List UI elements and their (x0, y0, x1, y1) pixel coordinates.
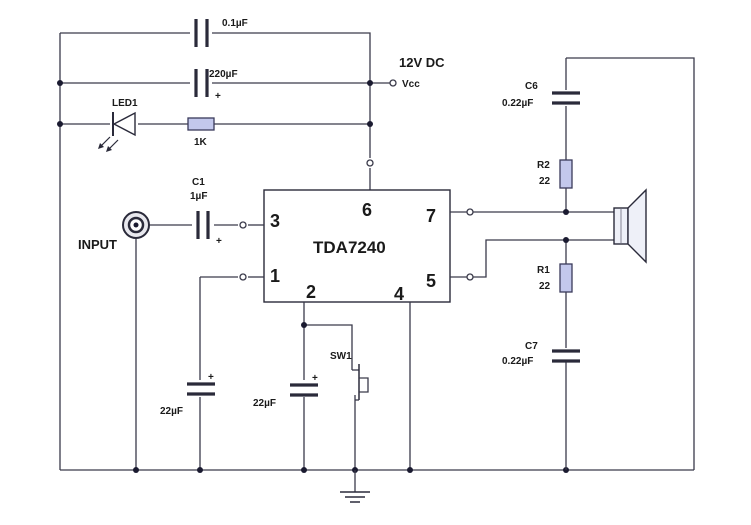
r1-value: 22 (539, 281, 551, 292)
c6-label: C6 (525, 81, 538, 92)
cap-0.1uf (190, 19, 212, 47)
cap-22uf-pin2-value: 22µF (253, 398, 276, 409)
junction (57, 121, 63, 127)
resistor-1k (187, 117, 215, 131)
speaker-icon (613, 188, 647, 264)
c7-value: 0.22µF (502, 356, 533, 367)
cap-22uf-pin1-value: 22µF (160, 406, 183, 417)
vcc-terminal (389, 79, 397, 87)
cap-22uf-pin2 (290, 383, 318, 397)
led1-label: LED1 (112, 98, 138, 109)
pin5-terminal (466, 273, 474, 281)
sw1-label: SW1 (330, 351, 352, 362)
cap-0.1uf-value: 0.1µF (222, 18, 248, 29)
input-jack-icon (122, 211, 150, 239)
pin-1-label: 1 (270, 266, 280, 286)
c1-value: 1µF (190, 191, 207, 202)
junction (301, 322, 307, 328)
led1-diode (98, 111, 138, 152)
supply-label: 12V DC (399, 55, 445, 70)
cap-c6 (552, 91, 580, 105)
c7-label: C7 (525, 341, 538, 352)
cap-22uf-pin2-plus: + (312, 373, 318, 384)
junction (367, 80, 373, 86)
ground-icon (340, 470, 370, 503)
pin2-wiring (303, 302, 356, 470)
junction (367, 121, 373, 127)
cap-220uf-plus: + (215, 91, 221, 102)
pin7-terminal (466, 208, 474, 216)
pin-3-label: 3 (270, 211, 280, 231)
pin-5-label: 5 (426, 271, 436, 291)
sw1-pushbutton (352, 364, 369, 401)
cap-220uf (190, 69, 212, 97)
cap-220uf-value: 220µF (209, 69, 238, 80)
cap-c7 (552, 349, 580, 363)
c1-label: C1 (192, 177, 205, 188)
pin-2-label: 2 (306, 282, 316, 302)
junction (57, 80, 63, 86)
pin3-terminal (239, 221, 247, 229)
junction (563, 209, 569, 215)
vcc-label: Vcc (402, 79, 420, 90)
resistor-r1 (559, 263, 573, 293)
cap-22uf-pin1-plus: + (208, 372, 214, 383)
junction (563, 237, 569, 243)
pin-7-label: 7 (426, 206, 436, 226)
pin6-terminal (366, 159, 374, 167)
c6-value: 0.22µF (502, 98, 533, 109)
c1-plus: + (216, 236, 222, 247)
ic-name: TDA7240 (313, 238, 386, 257)
r1-label: R1 (537, 265, 550, 276)
resistor-1k-value: 1K (194, 137, 208, 148)
cap-22uf-pin1 (187, 382, 215, 396)
cap-c1 (192, 211, 214, 239)
output-wiring (450, 57, 695, 470)
r2-value: 22 (539, 176, 551, 187)
pin-4-label: 4 (394, 284, 404, 304)
input-wiring (135, 224, 264, 470)
input-label: INPUT (78, 237, 117, 252)
r2-label: R2 (537, 160, 550, 171)
resistor-r2 (559, 159, 573, 189)
pin-6-label: 6 (362, 200, 372, 220)
tda7240-ic (263, 189, 451, 303)
pin1-terminal (239, 273, 247, 281)
